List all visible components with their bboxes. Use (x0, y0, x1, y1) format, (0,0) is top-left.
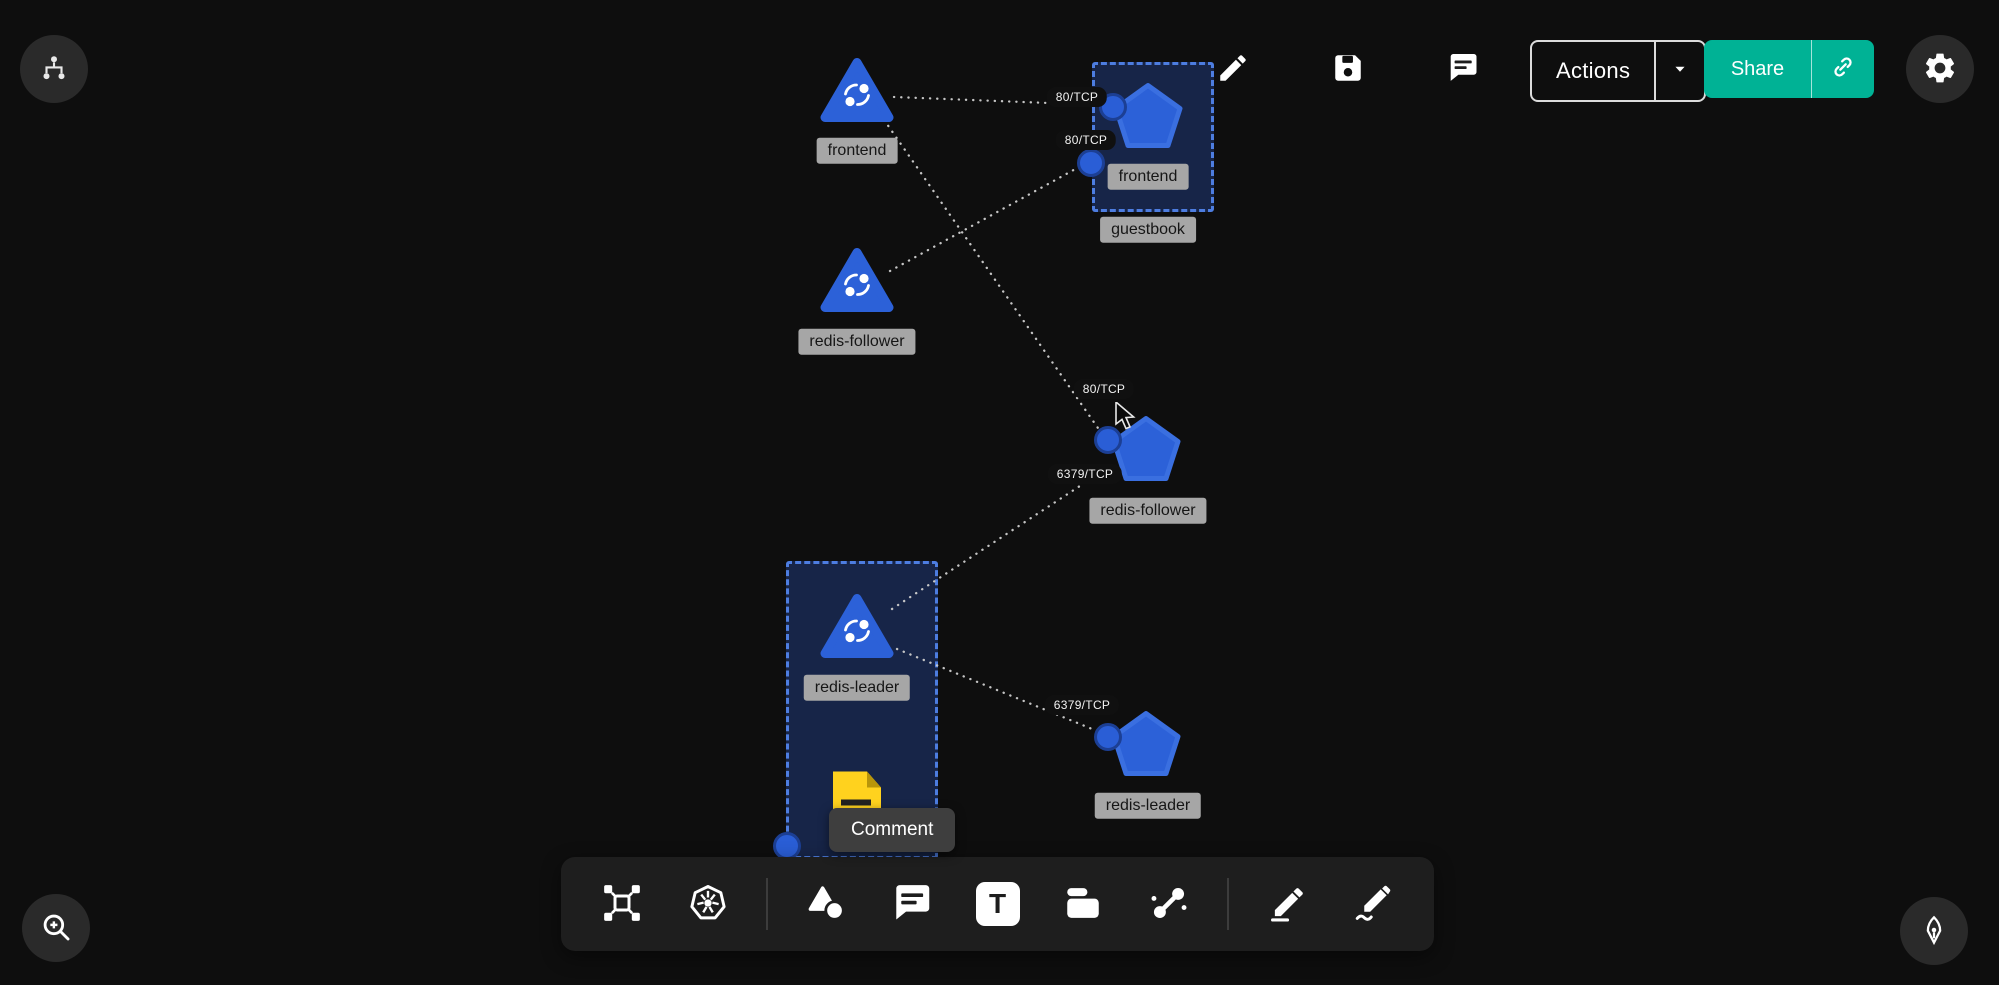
pen-icon (1267, 882, 1309, 927)
comment-tooltip-text: Comment (851, 819, 934, 840)
zoom-in-button[interactable] (22, 894, 90, 962)
edge-frontend-to-redis-follower-service (878, 112, 1102, 433)
bottom-toolbar: T (561, 857, 1434, 951)
toolbar-divider (766, 878, 768, 930)
share-button[interactable]: Share (1704, 40, 1874, 98)
node-label-frontend-service: frontend (1107, 163, 1189, 191)
pencil-icon (1216, 51, 1250, 88)
card-icon (1062, 882, 1104, 927)
tool-card[interactable] (1056, 877, 1110, 931)
pen-nib-icon (1918, 914, 1950, 949)
tool-kubernetes[interactable] (681, 877, 735, 931)
node-label-redis-leader-service: redis-leader (1094, 792, 1202, 820)
text-tool-icon: T (975, 882, 1020, 926)
actions-caret-button[interactable] (1654, 42, 1704, 100)
tool-comment[interactable] (885, 877, 939, 931)
port-label-80-tcp-3: 80/TCP (1073, 379, 1135, 399)
port-dot-redis-leader-selection[interactable] (773, 832, 801, 860)
connection-icon (1148, 882, 1190, 927)
port-label-80-tcp-1: 80/TCP (1046, 87, 1108, 107)
port-label-80-tcp-2: 80/TCP (1055, 130, 1117, 150)
port-dot-frontend-service-80b[interactable] (1077, 149, 1105, 177)
kubernetes-icon (686, 881, 730, 928)
node-redis-follower-deployment[interactable] (819, 248, 895, 319)
comments-button[interactable] (1437, 43, 1489, 95)
node-frontend-service[interactable] (1110, 82, 1186, 159)
comment-icon (1445, 50, 1481, 89)
toolbar-divider (1227, 878, 1229, 930)
node-label-redis-leader-deployment: redis-leader (803, 674, 911, 702)
port-dot-redis-leader-service[interactable] (1094, 723, 1122, 751)
scribble-pen-icon (1352, 882, 1394, 927)
comment-icon (889, 880, 935, 929)
deployment-icon (844, 273, 870, 297)
port-label-6379-tcp-2: 6379/TCP (1044, 695, 1120, 715)
tool-pen[interactable] (1261, 877, 1315, 931)
actions-dropdown[interactable]: Actions (1530, 40, 1707, 102)
node-redis-leader-service[interactable] (1108, 710, 1184, 787)
pen-mode-button[interactable] (1900, 897, 1968, 965)
settings-button[interactable] (1906, 35, 1974, 103)
actions-label: Actions (1556, 58, 1631, 83)
tool-draw[interactable] (1346, 877, 1400, 931)
node-frontend-deployment[interactable] (819, 58, 895, 129)
tool-connection[interactable] (1142, 877, 1196, 931)
node-label-frontend-deployment: frontend (816, 137, 898, 165)
node-redis-leader-deployment[interactable] (819, 594, 895, 665)
edit-button[interactable] (1207, 43, 1259, 95)
chevron-down-icon (1669, 58, 1691, 85)
mouse-cursor (1114, 400, 1140, 437)
comment-tooltip: Comment (829, 808, 956, 852)
edge-redis-leader-to-redis-follower-service (890, 480, 1088, 611)
node-label-redis-follower-service: redis-follower (1089, 497, 1207, 525)
hierarchy-button[interactable] (20, 35, 88, 103)
node-label-redis-follower-deployment: redis-follower (798, 328, 916, 356)
link-icon (1830, 54, 1856, 85)
share-label: Share (1730, 57, 1785, 80)
deployment-icon (844, 83, 870, 107)
architecture-icon (601, 882, 643, 927)
zoom-in-icon (39, 910, 73, 947)
shapes-icon (806, 882, 848, 927)
group-label-guestbook: guestbook (1100, 216, 1196, 244)
edge-redis-leader-to-redis-leader-service (895, 647, 1099, 733)
save-icon (1331, 51, 1365, 88)
tool-shapes[interactable] (800, 877, 854, 931)
gear-icon (1922, 50, 1958, 89)
port-label-6379-tcp-1: 6379/TCP (1047, 464, 1123, 484)
tool-architecture[interactable] (595, 877, 649, 931)
tool-text[interactable]: T (971, 877, 1025, 931)
share-link-button[interactable] (1811, 40, 1874, 98)
hierarchy-icon (39, 53, 69, 86)
deployment-icon (844, 619, 870, 643)
edge-redis-follower-to-frontend-service (888, 165, 1081, 273)
save-button[interactable] (1322, 43, 1374, 95)
port-dot-redis-follower-service[interactable] (1094, 426, 1122, 454)
